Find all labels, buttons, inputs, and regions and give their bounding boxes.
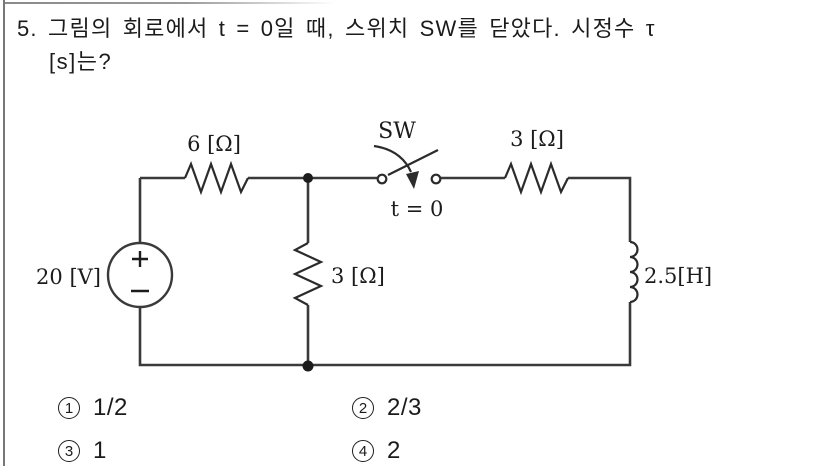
choice-4-label: 2 — [387, 437, 401, 464]
choice-3-number-icon: 3 — [58, 440, 80, 462]
switch-close-arrow-icon — [373, 144, 413, 173]
resistor-middle-label: 3 [Ω] — [331, 264, 385, 288]
choice-1-label: 1/2 — [93, 394, 128, 421]
choice-2-number-icon: 2 — [352, 397, 374, 419]
choice-1-number-icon: 1 — [58, 397, 80, 419]
question-line-1: 5. 그림의 회로에서 t = 0일 때, 스위치 SW를 닫았다. 시정수 τ — [17, 16, 656, 41]
resistor-top-right-zigzag — [503, 160, 569, 196]
choice-3: 3 1 — [58, 437, 107, 465]
choice-1: 1 1/2 — [58, 394, 128, 422]
switch-terminal-right — [430, 173, 442, 185]
switch-sw: SW t = 0 — [373, 119, 444, 221]
resistor-middle-zigzag — [292, 242, 324, 306]
inductor-coil — [629, 240, 639, 304]
voltage-source: 20 [V] — [36, 241, 174, 309]
switch-time-label: t = 0 — [391, 197, 444, 221]
resistor-top-right-label: 3 [Ω] — [510, 127, 564, 151]
junction-dot-bottom — [302, 360, 314, 372]
choice-3-label: 1 — [93, 437, 107, 464]
question-text: 5. 그림의 회로에서 t = 0일 때, 스위치 SW를 닫았다. 시정수 τ… — [17, 12, 807, 78]
inductor: 2.5[H] — [629, 240, 712, 304]
left-table-border — [3, 0, 5, 466]
top-table-border — [5, 2, 335, 4]
choice-2-label: 2/3 — [387, 394, 422, 421]
resistor-top-left-zigzag — [183, 160, 249, 196]
choice-4-number-icon: 4 — [352, 440, 374, 462]
voltage-source-label: 20 [V] — [36, 265, 101, 289]
switch-terminal-left — [376, 173, 388, 185]
switch-close-arrowhead-icon — [406, 171, 419, 189]
resistor-top-right: 3 [Ω] — [503, 127, 569, 196]
choice-4: 4 2 — [352, 437, 401, 465]
plus-icon — [132, 251, 148, 267]
resistor-middle: 3 [Ω] — [292, 242, 385, 306]
junction-dot-top — [303, 173, 313, 183]
voltage-source-circle — [106, 241, 174, 309]
switch-label: SW — [378, 119, 416, 144]
question-line-2: [s]는? — [49, 49, 113, 74]
circuit-wires — [138, 176, 632, 367]
resistor-top-left: 6 [Ω] — [183, 132, 249, 196]
switch-blade — [387, 149, 439, 176]
choice-2: 2 2/3 — [352, 394, 422, 422]
inductor-label: 2.5[H] — [644, 264, 712, 288]
resistor-top-left-label: 6 [Ω] — [187, 132, 241, 156]
